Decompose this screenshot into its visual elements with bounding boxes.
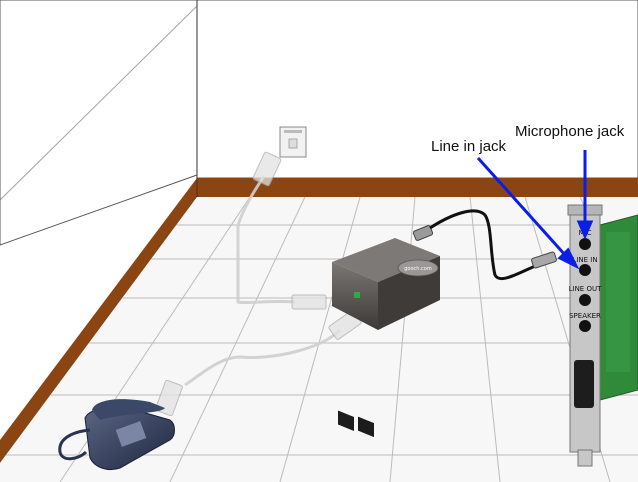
audio-cable [412, 209, 557, 281]
callout-arrows [476, 150, 594, 270]
mic-jack-port [579, 238, 591, 250]
phone-cords [184, 175, 342, 387]
telephone [58, 399, 175, 471]
port-label-line-out: LINE OUT [569, 285, 602, 293]
rj11-plug-left [291, 294, 327, 310]
line-in-jack-label: Line in jack [431, 138, 507, 155]
microphone-jack-label: Microphone jack [515, 123, 625, 140]
rj11-plug-top [252, 151, 282, 187]
wall-phone-socket [279, 126, 307, 158]
sound-card: MIC LINE IN LINE OUT SPEAKER [567, 204, 638, 467]
baseboard [0, 178, 638, 463]
adapter-brand-label: gooch.com [404, 266, 432, 272]
room-walls [0, 0, 638, 246]
rj11-plug-phone [155, 379, 183, 417]
audio-phone-adapter: gooch.com [332, 238, 440, 438]
line-in-jack-port [579, 264, 591, 276]
line-out-jack-port [579, 294, 591, 306]
speaker-jack-port [579, 320, 591, 332]
port-label-line-in: LINE IN [572, 256, 597, 264]
game-port [574, 360, 594, 408]
port-label-speaker: SPEAKER [569, 312, 601, 320]
